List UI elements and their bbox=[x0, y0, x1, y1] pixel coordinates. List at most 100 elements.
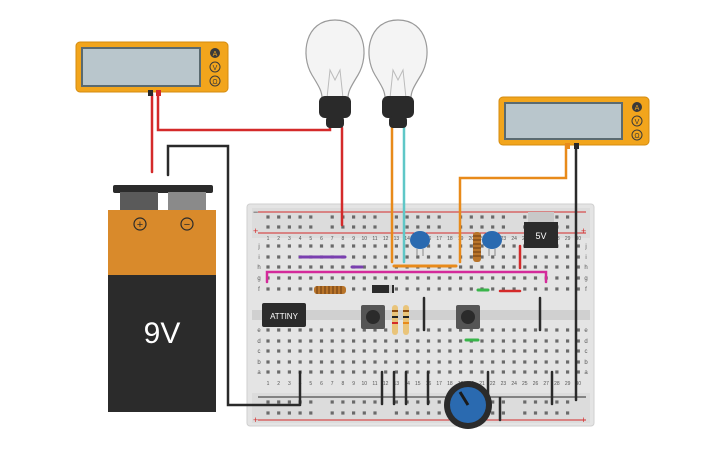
breadboard-hole[interactable] bbox=[319, 265, 324, 269]
breadboard-hole[interactable] bbox=[330, 328, 334, 332]
breadboard-hole[interactable] bbox=[533, 360, 538, 364]
rail-hole[interactable] bbox=[362, 215, 366, 219]
breadboard-hole[interactable] bbox=[277, 244, 281, 248]
breadboard-hole[interactable] bbox=[437, 360, 441, 364]
breadboard-hole[interactable] bbox=[566, 328, 570, 332]
rail-hole[interactable] bbox=[566, 215, 570, 219]
breadboard-hole[interactable] bbox=[362, 276, 366, 280]
breadboard-hole[interactable] bbox=[341, 244, 345, 248]
wires[interactable] bbox=[150, 92, 578, 422]
breadboard-hole[interactable] bbox=[266, 349, 270, 353]
rail-hole[interactable] bbox=[373, 411, 377, 415]
breadboard-hole[interactable] bbox=[330, 370, 334, 374]
breadboard-hole[interactable] bbox=[405, 339, 409, 343]
breadboard-hole[interactable] bbox=[501, 244, 505, 248]
breadboard-hole[interactable] bbox=[309, 349, 313, 353]
breadboard-hole[interactable] bbox=[501, 328, 505, 332]
breadboard-hole[interactable] bbox=[576, 255, 580, 259]
ceramic-capacitor-2[interactable] bbox=[482, 231, 502, 256]
breadboard-hole[interactable] bbox=[469, 349, 473, 353]
breadboard-hole[interactable] bbox=[459, 276, 463, 280]
multimeter-right-mode-v-button[interactable] bbox=[631, 115, 643, 127]
breadboard-hole[interactable] bbox=[533, 276, 538, 280]
breadboard-hole[interactable] bbox=[298, 287, 302, 291]
breadboard-hole[interactable] bbox=[341, 370, 345, 374]
rail-hole[interactable] bbox=[352, 225, 356, 229]
breadboard-hole[interactable] bbox=[480, 276, 484, 280]
breadboard-hole[interactable] bbox=[437, 255, 441, 259]
breadboard-hole[interactable] bbox=[501, 255, 505, 259]
rail-hole[interactable] bbox=[362, 225, 366, 229]
rail-hole[interactable] bbox=[298, 225, 302, 229]
breadboard-hole[interactable] bbox=[555, 276, 559, 280]
breadboard-hole[interactable] bbox=[566, 287, 570, 291]
breadboard-hole[interactable] bbox=[523, 349, 527, 353]
breadboard-hole[interactable] bbox=[426, 339, 431, 343]
breadboard-hole[interactable] bbox=[459, 328, 463, 332]
rail-hole[interactable] bbox=[298, 215, 302, 219]
breadboard-hole[interactable] bbox=[448, 276, 452, 280]
breadboard-hole[interactable] bbox=[266, 265, 270, 269]
breadboard-hole[interactable] bbox=[277, 287, 281, 291]
battery-9v[interactable]: + − 9V bbox=[108, 185, 216, 412]
breadboard-hole[interactable] bbox=[266, 244, 270, 248]
breadboard-hole[interactable] bbox=[384, 255, 388, 259]
rail-hole[interactable] bbox=[266, 225, 270, 229]
breadboard-hole[interactable] bbox=[576, 360, 580, 364]
breadboard-hole[interactable] bbox=[523, 276, 527, 280]
breadboard-hole[interactable] bbox=[512, 244, 516, 248]
multimeter-left-mode-a-button[interactable] bbox=[210, 48, 220, 58]
breadboard-hole[interactable] bbox=[298, 276, 302, 280]
breadboard-hole[interactable] bbox=[469, 265, 473, 269]
breadboard-hole[interactable] bbox=[448, 339, 452, 343]
breadboard-hole[interactable] bbox=[448, 287, 452, 291]
breadboard-hole[interactable] bbox=[437, 244, 441, 248]
multimeter-left-mode-v-button[interactable] bbox=[209, 61, 221, 73]
rail-hole[interactable] bbox=[437, 411, 441, 415]
breadboard-hole[interactable] bbox=[330, 276, 334, 280]
rail-hole[interactable] bbox=[277, 411, 281, 415]
rail-hole[interactable] bbox=[555, 400, 559, 404]
breadboard-hole[interactable] bbox=[480, 370, 484, 374]
resistor-1[interactable] bbox=[392, 305, 398, 335]
rail-hole[interactable] bbox=[566, 400, 570, 404]
breadboard-hole[interactable] bbox=[352, 255, 356, 259]
breadboard-hole[interactable] bbox=[576, 328, 580, 332]
breadboard-hole[interactable] bbox=[533, 339, 538, 343]
rail-hole[interactable] bbox=[566, 225, 570, 229]
breadboard-hole[interactable] bbox=[426, 255, 431, 259]
breadboard-hole[interactable] bbox=[459, 370, 463, 374]
rail-hole[interactable] bbox=[437, 400, 441, 404]
rail-hole[interactable] bbox=[469, 225, 473, 229]
breadboard-hole[interactable] bbox=[405, 276, 409, 280]
breadboard-hole[interactable] bbox=[566, 339, 570, 343]
breadboard-hole[interactable] bbox=[501, 276, 505, 280]
rail-hole[interactable] bbox=[566, 411, 570, 415]
breadboard-hole[interactable] bbox=[544, 360, 548, 364]
breadboard-hole[interactable] bbox=[512, 370, 516, 374]
rail-hole[interactable] bbox=[277, 225, 281, 229]
breadboard-hole[interactable] bbox=[544, 255, 548, 259]
rail-hole[interactable] bbox=[437, 225, 441, 229]
rail-hole[interactable] bbox=[352, 400, 356, 404]
breadboard-hole[interactable] bbox=[373, 328, 377, 332]
breadboard-hole[interactable] bbox=[298, 265, 302, 269]
rail-hole[interactable] bbox=[394, 411, 398, 415]
rail-hole[interactable] bbox=[309, 411, 313, 415]
breadboard-hole[interactable] bbox=[362, 339, 366, 343]
breadboard-hole[interactable] bbox=[523, 255, 527, 259]
breadboard-hole[interactable] bbox=[491, 370, 495, 374]
multimeter-right-mode-a-button[interactable] bbox=[632, 102, 642, 112]
breadboard-hole[interactable] bbox=[416, 276, 420, 280]
breadboard-hole[interactable] bbox=[544, 339, 548, 343]
rail-hole[interactable] bbox=[405, 411, 409, 415]
breadboard-hole[interactable] bbox=[341, 276, 345, 280]
rail-hole[interactable] bbox=[501, 215, 505, 219]
breadboard-hole[interactable] bbox=[480, 328, 484, 332]
breadboard-hole[interactable] bbox=[277, 360, 281, 364]
breadboard-hole[interactable] bbox=[523, 328, 527, 332]
breadboard-hole[interactable] bbox=[394, 339, 398, 343]
rail-hole[interactable] bbox=[544, 400, 548, 404]
breadboard-hole[interactable] bbox=[555, 287, 559, 291]
rail-hole[interactable] bbox=[309, 215, 313, 219]
